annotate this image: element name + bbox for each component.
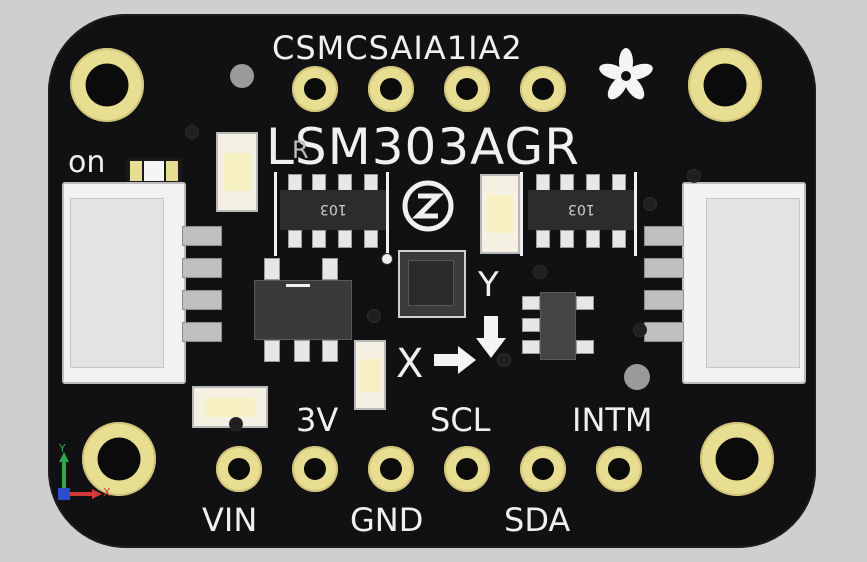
arrow-right-icon bbox=[434, 346, 476, 374]
chip-title: LSM303AGR bbox=[266, 118, 580, 176]
pad-cs bbox=[292, 66, 338, 112]
triad-y-label: Y bbox=[59, 442, 66, 455]
pcb-board: CSMCSAIA1IA2 LSM303AGR on R bbox=[48, 14, 816, 548]
silk-line-left-b bbox=[386, 172, 389, 256]
label-intm: INTM bbox=[572, 401, 653, 439]
resistor-code-left: 103 bbox=[320, 201, 347, 217]
pad-ia2 bbox=[520, 66, 566, 112]
mounting-hole-top-left bbox=[70, 48, 144, 122]
pin1-dot bbox=[382, 254, 392, 264]
via-7 bbox=[634, 324, 646, 336]
via-6 bbox=[498, 354, 510, 366]
via-8 bbox=[230, 418, 242, 430]
voltage-regulator bbox=[254, 258, 352, 362]
mounting-hole-top-right bbox=[688, 48, 762, 122]
arrow-down-icon bbox=[476, 316, 506, 358]
power-led-label: on bbox=[68, 145, 106, 180]
lsm303agr-chip bbox=[398, 250, 466, 318]
connector-right-pin-4 bbox=[644, 322, 684, 342]
adafruit-flower-icon bbox=[599, 48, 653, 100]
silk-line-right-a bbox=[520, 172, 523, 256]
resistor-network-right: 103 bbox=[528, 174, 634, 248]
pad-gnd bbox=[368, 446, 414, 492]
connector-left-pin-2 bbox=[182, 258, 222, 278]
pad-csm bbox=[368, 66, 414, 112]
stemma-connector-left[interactable] bbox=[62, 182, 186, 384]
ref-label: R bbox=[292, 136, 309, 164]
label-scl: SCL bbox=[430, 401, 491, 439]
label-gnd: GND bbox=[350, 501, 424, 539]
fiducial-top bbox=[230, 64, 254, 88]
silk-reg-mark bbox=[286, 284, 310, 287]
pad-vin bbox=[216, 446, 262, 492]
pad-scl bbox=[444, 446, 490, 492]
label-sda: SDA bbox=[504, 501, 571, 539]
resistor-code-right: 103 bbox=[568, 201, 595, 217]
pad-3v bbox=[292, 446, 338, 492]
label-vin: VIN bbox=[202, 501, 258, 539]
mounting-hole-bottom-right bbox=[700, 422, 774, 496]
connector-right-pin-1 bbox=[644, 226, 684, 246]
level-shifter-chip bbox=[522, 292, 594, 360]
via-3 bbox=[644, 198, 656, 210]
connector-right-pin-2 bbox=[644, 258, 684, 278]
pad-ia1 bbox=[444, 66, 490, 112]
connector-left-pin-1 bbox=[182, 226, 222, 246]
power-led bbox=[126, 158, 182, 184]
via-1 bbox=[186, 126, 198, 138]
triad-x-label: X bbox=[103, 486, 111, 499]
coordinate-axes-icon bbox=[58, 452, 102, 500]
via-2 bbox=[688, 170, 700, 182]
connector-left-pin-3 bbox=[182, 290, 222, 310]
fiducial-bottom bbox=[624, 364, 650, 390]
capacitor-lower-center bbox=[354, 340, 386, 410]
mounting-hole-bottom-left bbox=[82, 422, 156, 496]
axis-x-label: X bbox=[396, 341, 424, 387]
stemma-connector-right[interactable] bbox=[682, 182, 806, 384]
connector-left-pin-4 bbox=[182, 322, 222, 342]
silk-line-right-b bbox=[634, 172, 637, 256]
capacitor-lower-left bbox=[192, 386, 268, 428]
silk-line-left-a bbox=[274, 172, 277, 256]
pad-sda bbox=[520, 446, 566, 492]
axis-y-label: Y bbox=[478, 265, 499, 305]
capacitor-top-left bbox=[216, 132, 258, 212]
capacitor-center bbox=[480, 174, 520, 254]
top-pins-label: CSMCSAIA1IA2 bbox=[272, 29, 523, 67]
z-orientation-icon bbox=[402, 180, 454, 232]
connector-right-pin-3 bbox=[644, 290, 684, 310]
resistor-network-left: 103 bbox=[280, 174, 386, 248]
label-3v: 3V bbox=[296, 401, 339, 439]
pad-intm bbox=[596, 446, 642, 492]
via-4 bbox=[534, 266, 546, 278]
via-5 bbox=[368, 310, 380, 322]
